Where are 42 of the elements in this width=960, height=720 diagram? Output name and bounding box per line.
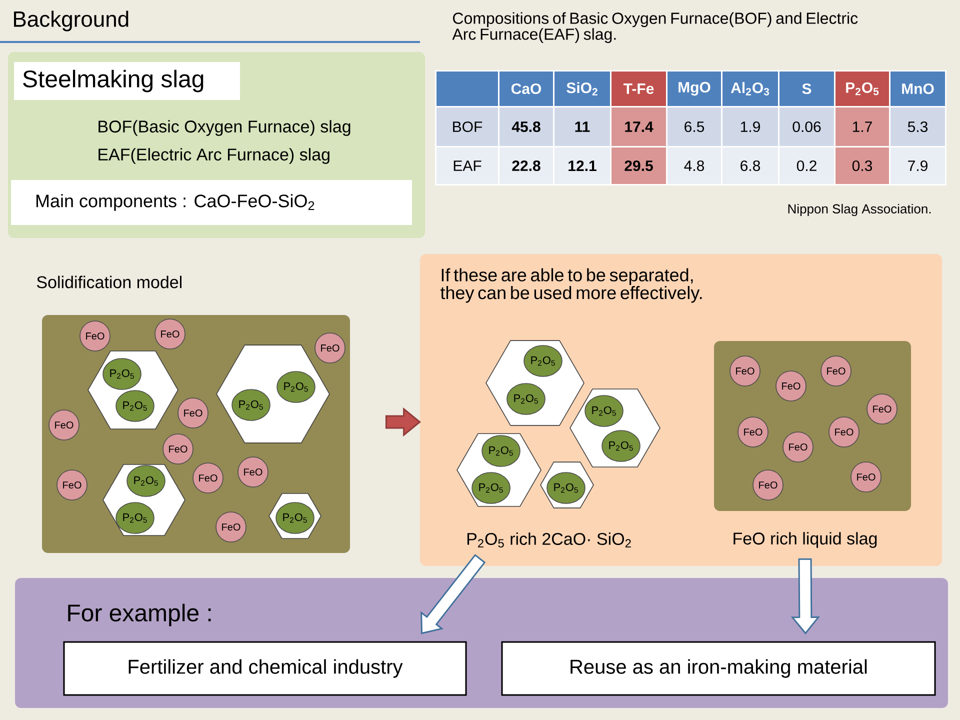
- table-cell: MgO: [666, 70, 722, 108]
- panel-note: If these are able to be separated, they can be used more effectively.: [440, 268, 702, 303]
- table-cell: 0.2: [778, 146, 836, 186]
- caption: FeO rich liquid slag: [734, 532, 877, 548]
- table-cell: 6.5: [666, 106, 722, 148]
- table-cell: 45.8: [498, 106, 554, 148]
- table-cell: 1.7: [834, 106, 891, 148]
- table-cell: P$_{2}$O$_{5}$: [834, 70, 891, 108]
- table-cell: BOF: [435, 106, 500, 148]
- panel-heading: Solidification model: [36, 276, 182, 288]
- table-cell: Al$_{2}$O$_{3}$: [721, 70, 780, 108]
- table-cell: 12.1: [553, 146, 612, 186]
- table-cell: 6.8: [721, 146, 780, 186]
- list-item: BOF(Basic Oxygen Furnace) slag: [98, 120, 350, 136]
- table-cell: T-Fe: [610, 70, 668, 108]
- table-cell: S: [778, 70, 836, 108]
- table-cell: 7.9: [889, 146, 947, 186]
- block-arrow: [385, 407, 421, 437]
- table-cell: 1.9: [721, 106, 780, 148]
- caption: P$_{2}$O$_{5}$ rich 2CaO· SiO$_{2}$: [467, 532, 631, 548]
- table-cell: 29.5: [610, 146, 668, 186]
- table-cell: SiO$_{2}$: [553, 70, 612, 108]
- panel-heading: For example :: [68, 604, 211, 626]
- table-cell: EAF: [435, 146, 500, 186]
- table-cell: 4.8: [666, 146, 722, 186]
- table-cell: 22.8: [498, 146, 554, 186]
- table-cell: 5.3: [889, 106, 947, 148]
- info-box: Main components : CaO-FeO-SiO$_{2}$: [11, 180, 412, 225]
- table-cell: 17.4: [610, 106, 668, 148]
- table-cell: CaO: [498, 70, 554, 108]
- table-cell: 0.06: [778, 106, 836, 148]
- source-note: Nippon Slag Association.: [788, 204, 931, 216]
- application-box: Reuse as an iron-making material: [501, 641, 936, 696]
- block-arrow: [790, 558, 820, 634]
- table-cell: 0.3: [834, 146, 891, 186]
- application-box: Fertilizer and chemical industry: [63, 641, 467, 696]
- heading-box: Steelmaking slag: [14, 62, 240, 100]
- table-cell: MnO: [889, 70, 947, 108]
- slide-title: Background: [14, 10, 128, 32]
- list-item: EAF(Electric Arc Furnace) slag: [98, 148, 330, 164]
- table-cell: 11: [553, 106, 612, 148]
- table-caption: Compositions of Basic Oxygen Furnace(BOF) and Electric Arc Furnace(EAF) slag.: [452, 12, 858, 44]
